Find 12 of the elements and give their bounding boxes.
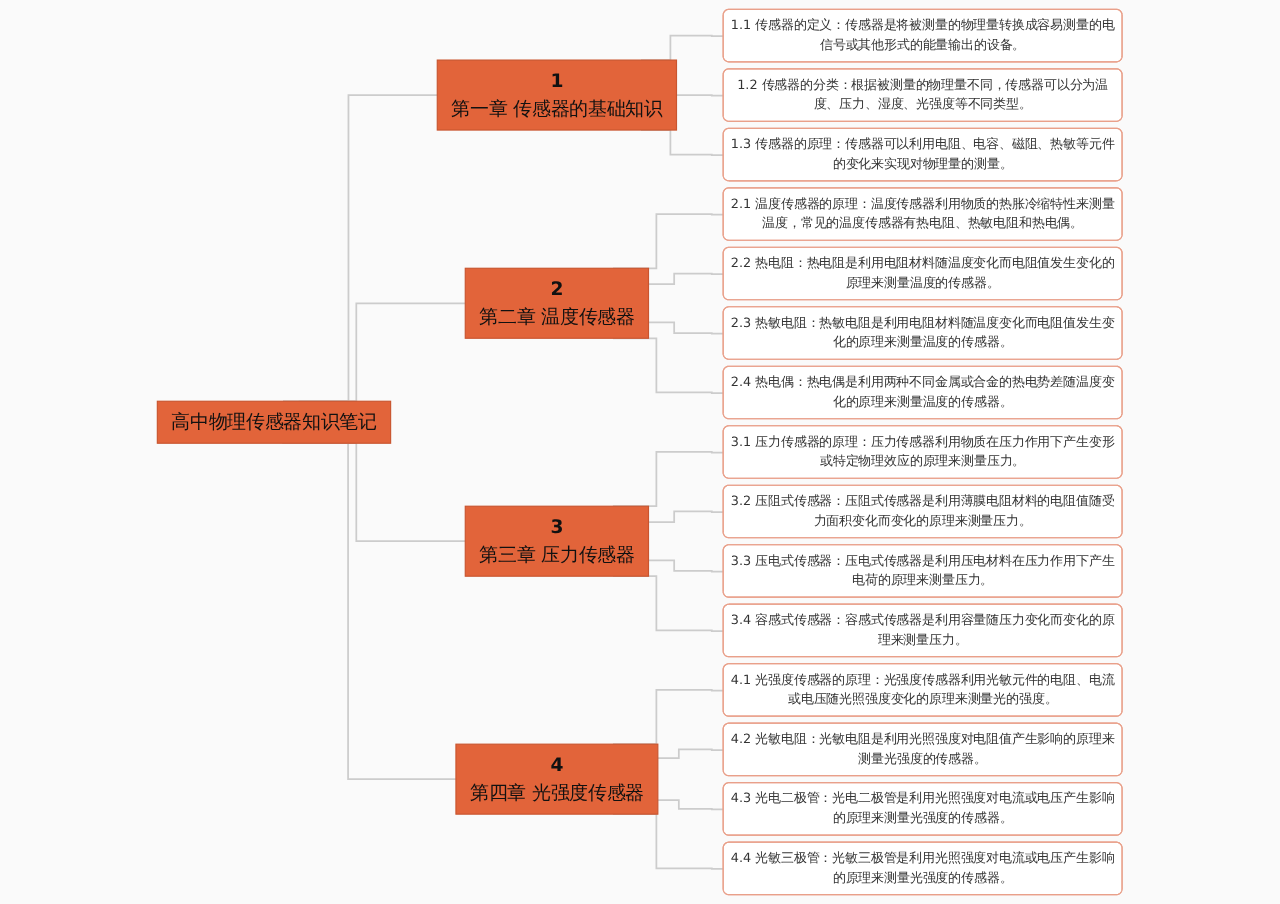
node-box: 2 第二章 温度传感器 <box>464 267 650 339</box>
connector <box>647 559 725 573</box>
connector <box>647 272 725 286</box>
node-box: 4 第四章 光强度传感器 <box>455 743 659 815</box>
connector <box>647 321 725 335</box>
node-box: 高中物理传感器知识笔记 <box>157 400 392 444</box>
connector <box>647 510 725 524</box>
connector <box>657 748 725 760</box>
connector <box>657 799 725 811</box>
node-box: 1 第一章 传感器的基础知识 <box>436 59 678 131</box>
node-box: 3 第三章 压力传感器 <box>464 505 650 577</box>
connector <box>675 94 725 97</box>
